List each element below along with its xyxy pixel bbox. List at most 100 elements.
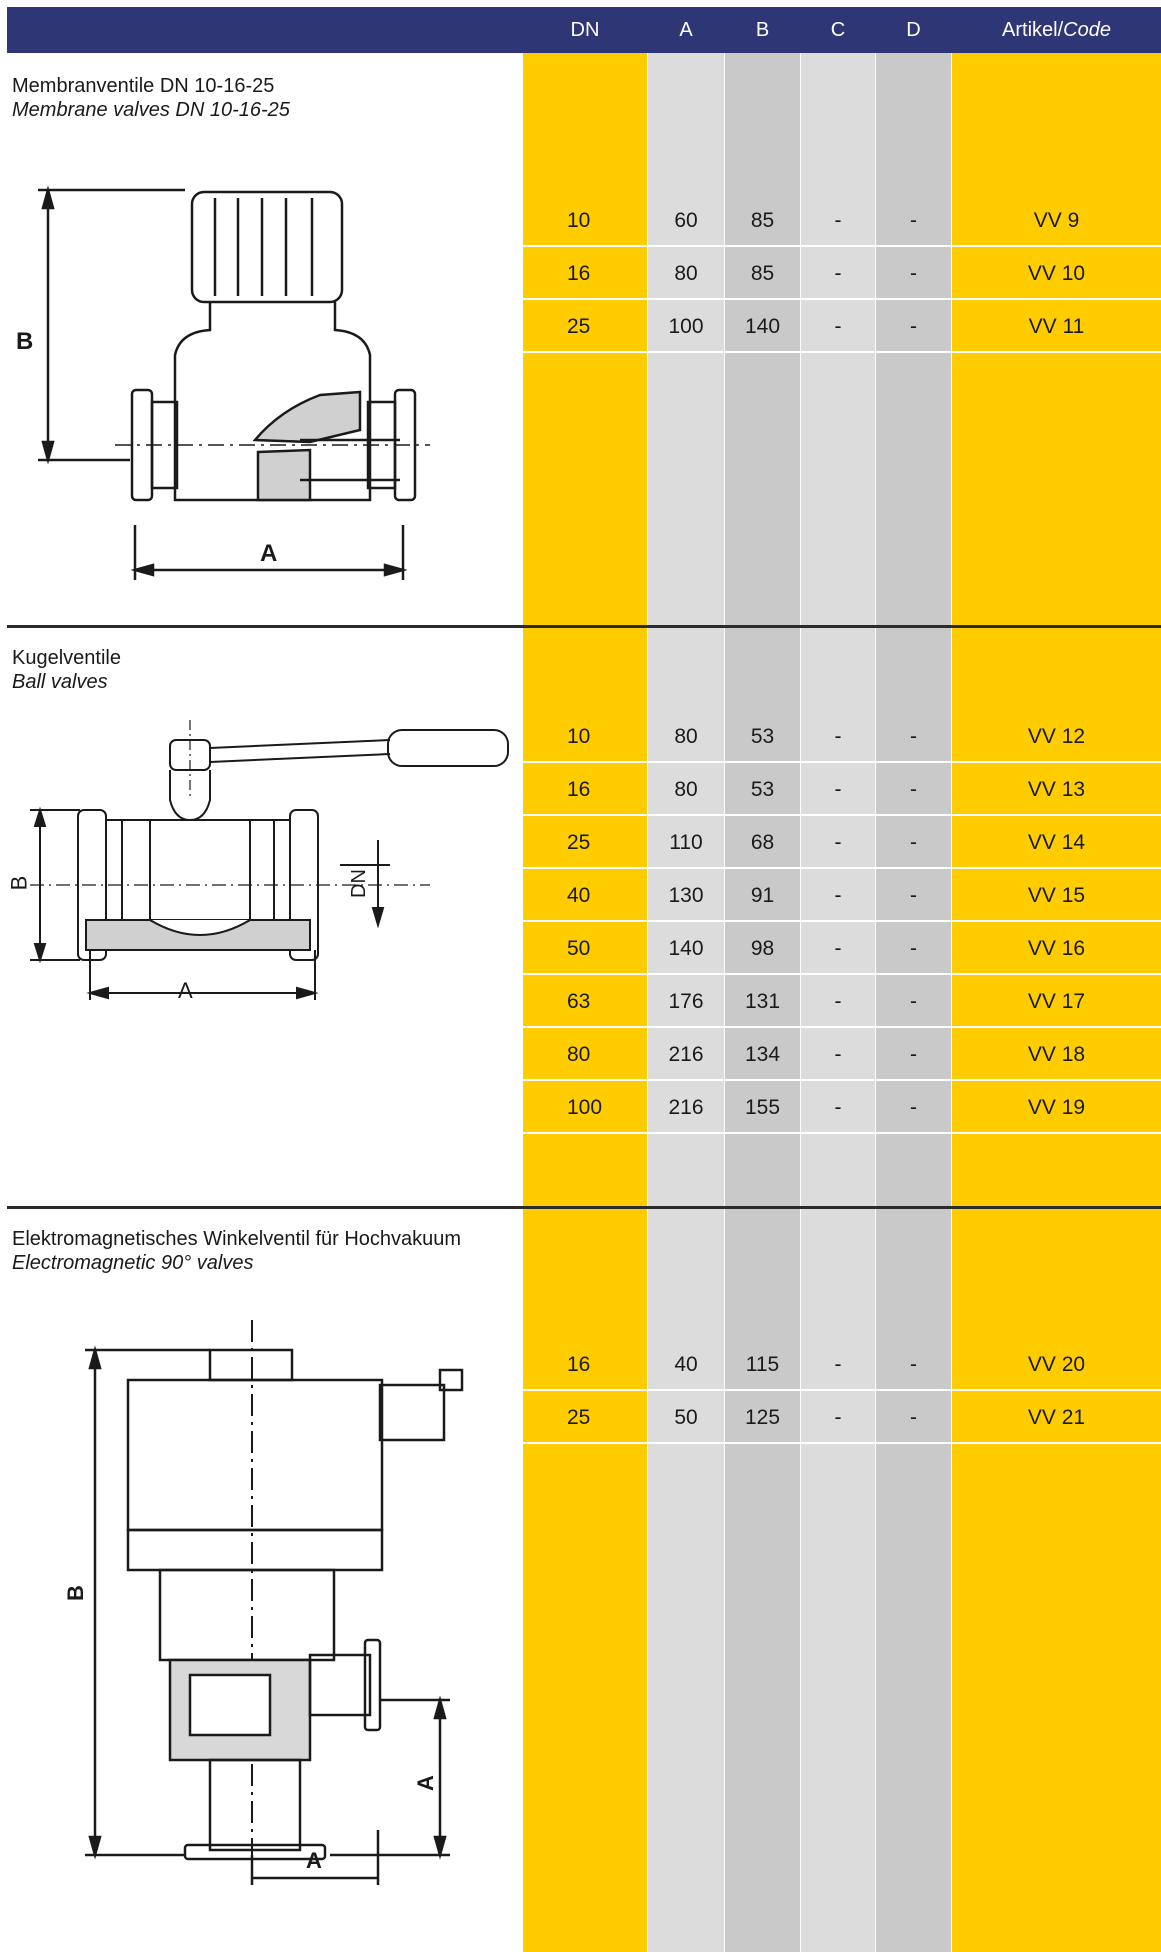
row-divider [523, 245, 1161, 247]
cell-c: - [834, 315, 842, 338]
header-b: B [755, 19, 770, 41]
column-code-background [952, 53, 1161, 1952]
cell-dn: 25 [567, 831, 591, 854]
row-divider [523, 920, 1161, 922]
cell-d: - [910, 262, 917, 285]
column-b-background [725, 53, 800, 1952]
section-title-de: Kugelventile [12, 647, 121, 669]
cell-code: VV 17 [1027, 990, 1086, 1013]
cell-d: - [910, 725, 917, 748]
cell-b: 125 [744, 1406, 781, 1429]
ball-valve-drawing: B DN A [6, 710, 510, 1020]
row-divider [523, 351, 1161, 353]
cell-a: 80 [674, 778, 698, 801]
cell-a: 176 [668, 990, 704, 1013]
column-a-background [648, 53, 724, 1952]
cell-code: VV 21 [1027, 1406, 1086, 1429]
cell-c: - [834, 937, 842, 960]
electromagnetic-valve-drawing: B A A [10, 1310, 490, 1890]
dimension-label-b: B [16, 328, 34, 355]
section-title-de: Elektromagnetisches Winkelventil für Hoc… [12, 1228, 462, 1250]
cell-b: 131 [744, 990, 781, 1013]
cell-d: - [910, 937, 917, 960]
row-divider [523, 1442, 1161, 1444]
table-row: 50 140 98 - - VV 16 [523, 923, 1161, 975]
cell-b: 85 [750, 209, 775, 232]
cell-c: - [834, 831, 842, 854]
column-d-background [876, 53, 951, 1952]
section-title-en: Membrane valves DN 10-16-25 [12, 99, 290, 121]
cell-a: 50 [674, 1406, 698, 1429]
cell-c: - [834, 262, 842, 285]
dimension-label-b: B [62, 1585, 88, 1601]
cell-a: 130 [668, 884, 704, 907]
cell-b: 155 [744, 1096, 781, 1119]
cell-d: - [910, 1043, 917, 1066]
cell-code: VV 20 [1027, 1353, 1086, 1376]
cell-c: - [834, 1043, 842, 1066]
cell-dn: 40 [567, 884, 591, 907]
header-d: D [906, 19, 921, 41]
section-title-electromagnetic: Elektromagnetisches Winkelventil für Hoc… [12, 1227, 461, 1275]
cell-b: 134 [744, 1043, 781, 1066]
header-code: Artikel/Code [952, 7, 1161, 53]
cell-b: 68 [750, 831, 775, 854]
cell-code: VV 12 [1027, 725, 1086, 748]
cell-a: 80 [674, 262, 698, 285]
cell-dn: 50 [567, 937, 591, 960]
cell-a: 216 [668, 1043, 704, 1066]
cell-dn: 25 [567, 315, 591, 338]
cell-c: - [834, 884, 842, 907]
cell-c: - [834, 209, 842, 232]
cell-dn: 10 [567, 725, 591, 748]
cell-code: VV 15 [1027, 884, 1086, 907]
dimension-label-a: A [412, 1775, 438, 1791]
cell-d: - [910, 1406, 917, 1429]
cell-d: - [910, 831, 917, 854]
cell-code: VV 16 [1027, 937, 1086, 960]
cell-dn: 16 [567, 1353, 591, 1376]
section-separator [7, 625, 1161, 628]
cell-b: 53 [750, 778, 775, 801]
cell-c: - [834, 725, 842, 748]
section-separator [7, 1206, 1161, 1209]
cell-a: 60 [674, 209, 698, 232]
cell-code: VV 9 [1033, 209, 1080, 232]
dimension-label-a-bottom: A [306, 1848, 322, 1873]
row-divider [523, 1079, 1161, 1081]
table-header-bar [7, 7, 1161, 53]
cell-code: VV 19 [1027, 1096, 1086, 1119]
cell-code: VV 18 [1027, 1043, 1086, 1066]
cell-code: VV 11 [1028, 315, 1085, 338]
cell-code: VV 14 [1027, 831, 1086, 854]
cell-dn: 63 [567, 990, 591, 1013]
row-divider [523, 867, 1161, 869]
cell-a: 110 [669, 831, 703, 854]
cell-c: - [834, 1096, 842, 1119]
row-divider [523, 298, 1161, 300]
dimension-label-a: A [260, 540, 278, 567]
table-row: 25 110 68 - - VV 14 [523, 817, 1161, 869]
cell-code: VV 13 [1027, 778, 1086, 801]
cell-b: 98 [750, 937, 775, 960]
section-title-ball: Kugelventile Ball valves [12, 646, 121, 694]
section-title-de: Membranventile DN 10-16-25 [12, 75, 275, 97]
cell-a: 140 [668, 937, 704, 960]
cell-a: 100 [668, 315, 704, 338]
cell-a: 40 [674, 1353, 698, 1376]
membrane-valve-drawing: B A [10, 180, 430, 600]
header-c: C [830, 19, 846, 41]
cell-c: - [834, 1353, 842, 1376]
cell-a: 80 [674, 725, 698, 748]
cell-code: VV 10 [1027, 262, 1086, 285]
header-dn: DN [570, 19, 600, 41]
